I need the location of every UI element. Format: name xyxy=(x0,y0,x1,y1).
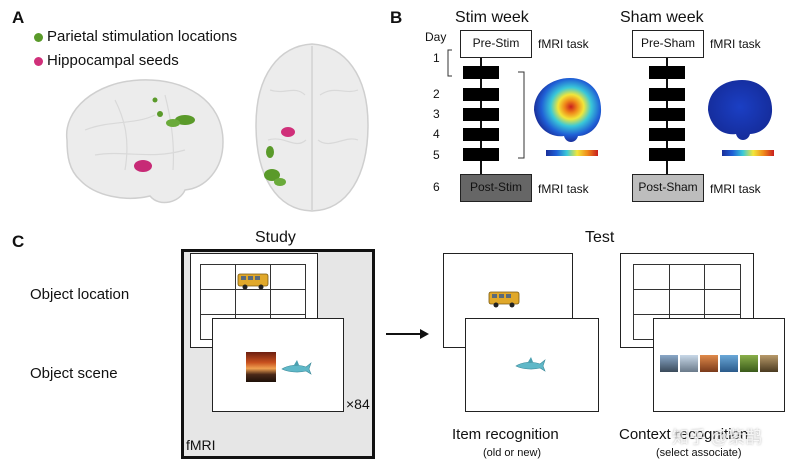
study-to-test-arrow xyxy=(386,329,429,339)
post-sham-box: Post-Sham xyxy=(632,174,704,202)
context-recognition-sub: (select associate) xyxy=(656,447,742,459)
day-4: 4 xyxy=(433,127,440,141)
watermark-text: 知乎 @紫鹊 xyxy=(672,428,762,447)
stim-session-bar xyxy=(463,66,499,79)
panel-a-letter: A xyxy=(12,8,25,27)
post-stim-box: Post-Stim xyxy=(460,174,532,202)
day-6: 6 xyxy=(433,180,440,194)
fmri-label: fMRI xyxy=(186,437,216,453)
context-recognition-label: Context recognition xyxy=(619,426,749,443)
row-label-object-scene: Object scene xyxy=(30,365,118,382)
post-stim-label: Post-Stim xyxy=(469,180,522,194)
stim-session-bar xyxy=(463,128,499,141)
sham-week-title: Sham week xyxy=(620,9,704,26)
stim-fmri-task-top: fMRI task xyxy=(538,37,589,51)
legend-label-parietal: Parietal stimulation locations xyxy=(47,28,238,45)
stim-week-title: Stim week xyxy=(455,9,529,26)
brain-top-image xyxy=(255,43,369,212)
pre-stim-label: Pre-Stim xyxy=(472,36,520,50)
test-title: Test xyxy=(585,229,615,246)
sham-fmri-task-top: fMRI task xyxy=(710,37,761,51)
row-label-object-location: Object location xyxy=(30,286,130,303)
pre-stim-box: Pre-Stim xyxy=(460,30,532,58)
legend-dot-green xyxy=(34,33,43,42)
study-title: Study xyxy=(255,229,296,246)
stim-colorbar xyxy=(546,150,598,156)
item-recognition-label: Item recognition xyxy=(452,426,559,443)
brain-lateral-image xyxy=(66,79,224,204)
item-recognition-sub: (old or new) xyxy=(483,447,542,459)
post-sham-label: Post-Sham xyxy=(638,180,698,194)
pre-sham-label: Pre-Sham xyxy=(640,36,696,50)
day-2: 2 xyxy=(433,87,440,101)
scene-choices-strip xyxy=(660,355,778,372)
stim-brain-heatmap-image xyxy=(534,78,602,142)
stim-session-bar xyxy=(463,148,499,161)
shark-icon xyxy=(515,357,546,372)
day1-bracket xyxy=(447,49,452,77)
sham-session-bar xyxy=(649,88,685,101)
day-1: 1 xyxy=(433,51,440,65)
sham-session-bar xyxy=(649,66,685,79)
sham-colorbar xyxy=(722,150,774,156)
legend-dot-magenta xyxy=(34,57,43,66)
sham-session-bar xyxy=(649,108,685,121)
school-bus-icon xyxy=(488,291,520,308)
stim-fmri-task-bottom: fMRI task xyxy=(538,182,589,196)
day-label: Day xyxy=(425,30,447,44)
stim-session-bar xyxy=(463,88,499,101)
sham-session-bar xyxy=(649,148,685,161)
scene-choice xyxy=(700,355,718,372)
sham-brain-image xyxy=(708,80,773,140)
panel-b-letter: B xyxy=(390,8,403,27)
sunset-scene-image xyxy=(246,352,276,382)
shark-icon xyxy=(281,360,312,375)
scene-choice xyxy=(660,355,678,372)
scene-choice xyxy=(680,355,698,372)
day-5: 5 xyxy=(433,148,440,162)
school-bus-icon xyxy=(237,273,269,290)
scene-choice xyxy=(740,355,758,372)
scene-choice xyxy=(760,355,778,372)
day-3: 3 xyxy=(433,107,440,121)
panel-c-letter: C xyxy=(12,232,25,251)
stim-session-bar xyxy=(463,108,499,121)
repeat-count: ×84 xyxy=(346,396,370,412)
stim-days-bracket xyxy=(518,71,525,159)
sham-fmri-task-bottom: fMRI task xyxy=(710,182,761,196)
legend-label-hippocampal: Hippocampal seeds xyxy=(47,52,179,69)
scene-choice xyxy=(720,355,738,372)
study-scene-screen xyxy=(212,318,344,412)
sham-session-bar xyxy=(649,128,685,141)
pre-sham-box: Pre-Sham xyxy=(632,30,704,58)
